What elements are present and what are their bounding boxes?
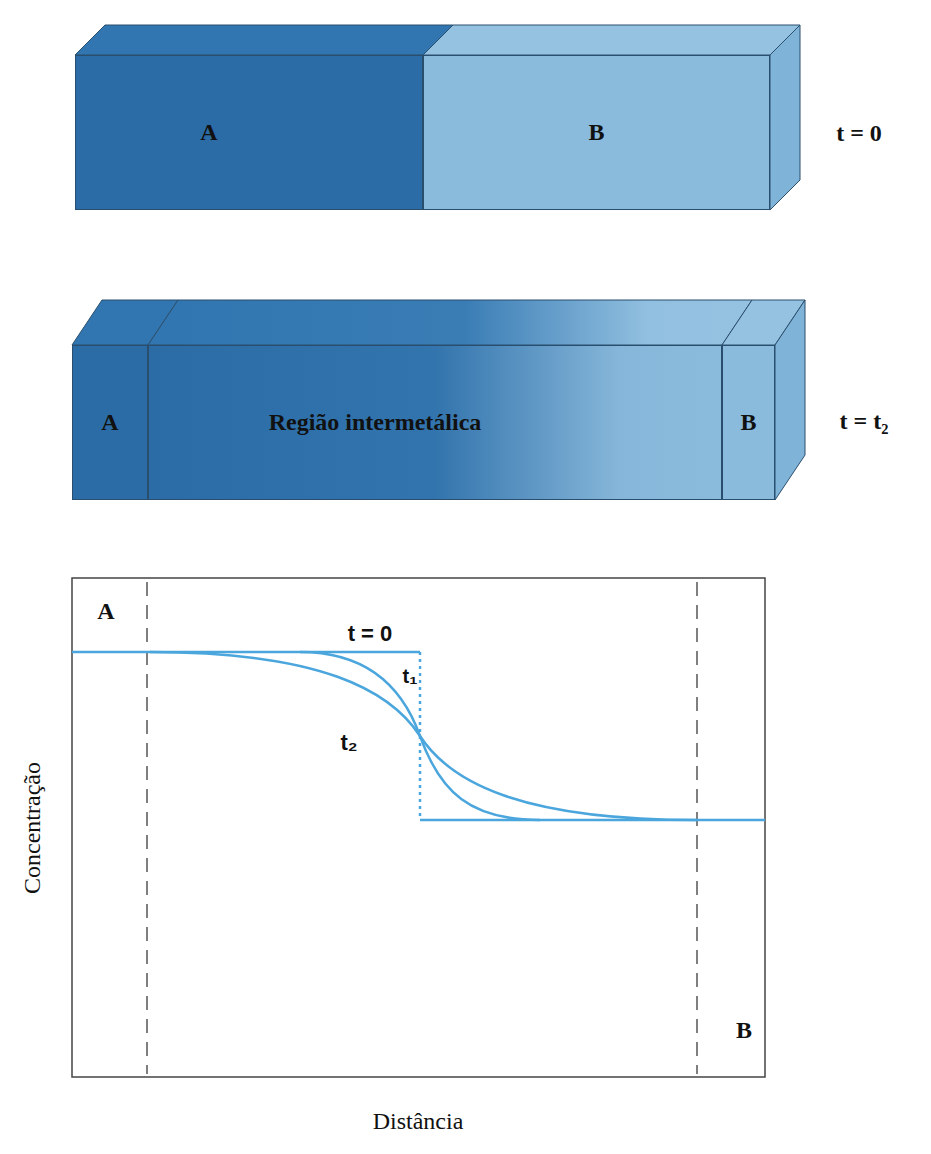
bar-faces [72,25,805,500]
intermetallic-region: Região intermetálica [148,345,722,500]
region-label: A [200,119,217,146]
region-label: B [588,119,604,146]
time-label: t = t₂ [840,408,889,434]
metal-block: A [72,345,148,500]
region-label: Região intermetálica [269,409,482,436]
region-label: B [740,409,756,436]
region-label: B [736,1017,752,1043]
curve-label: t = 0 [348,622,393,646]
metal-block: B [722,345,775,500]
curve-label: t₂ [340,731,357,755]
region-label: A [97,598,114,624]
metal-block: B [423,55,770,210]
axis-label: Concentração [19,762,45,894]
region-label: A [101,409,118,436]
time-label: t = 0 [836,120,882,146]
curve-label: t₁ [402,665,419,687]
axis-label: Distância [373,1108,464,1134]
metal-block: A [75,55,423,210]
concentration-chart [72,578,765,1077]
